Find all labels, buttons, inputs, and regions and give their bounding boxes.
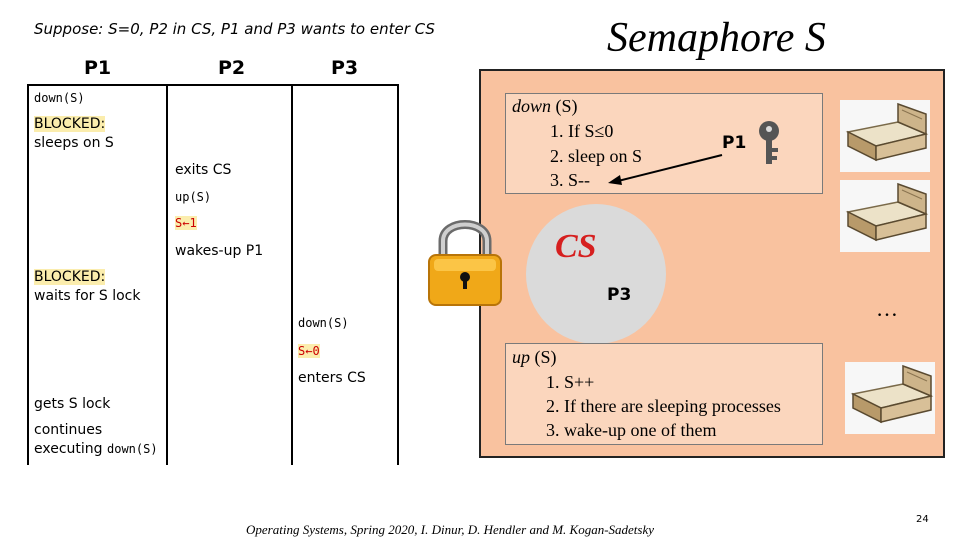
p1-down: down(S) (34, 91, 85, 105)
bed-icon (840, 180, 930, 252)
p1-blocked-1: BLOCKED: (34, 116, 106, 132)
footer-text: Operating Systems, Spring 2020, I. Dinur… (246, 522, 655, 537)
table-header-line (27, 84, 399, 86)
p2-wakes: wakes-up P1 (175, 243, 264, 259)
down-line-2: 2. sleep on S (550, 146, 642, 166)
bed-icon (840, 100, 930, 172)
p2-up: up(S) (175, 190, 212, 204)
p2-exits: exits CS (175, 162, 232, 178)
down-title: down (S) (512, 96, 578, 116)
up-operation-box (505, 343, 823, 445)
up-line-3: 3. wake-up one of them (546, 420, 717, 440)
cs-label: CS (555, 228, 597, 265)
column-header-p1: P1 (84, 57, 112, 79)
p1-blocked-2: BLOCKED: (34, 269, 106, 285)
p3-enters: enters CS (298, 370, 366, 386)
p1-waits: waits for S lock (34, 288, 141, 304)
p1-executing: executing down(S) (34, 441, 158, 457)
column-divider-right (397, 85, 399, 465)
column-header-p2: P2 (218, 57, 246, 79)
column-divider-p1-p2 (166, 85, 168, 465)
up-title: up (S) (512, 347, 557, 367)
p1-sleeps: sleeps on S (34, 135, 114, 151)
page-number: 24 (916, 514, 929, 525)
p3-down: down(S) (298, 316, 349, 330)
column-divider-left (27, 85, 29, 465)
down-line-3: 3. S-- (550, 170, 590, 190)
p2-s-assign: S←1 (175, 216, 197, 230)
p3-s-assign: S←0 (298, 344, 320, 358)
column-divider-p2-p3 (291, 85, 293, 465)
bed-icon (845, 362, 935, 434)
slide-title: Semaphore S (607, 15, 826, 61)
column-header-p3: P3 (331, 57, 359, 79)
p1-waiting-label: P1 (722, 133, 747, 153)
up-line-2: 2. If there are sleeping processes (546, 396, 781, 416)
down-line-1: 1. If S≤0 (550, 121, 614, 141)
scenario-text: Suppose: S=0, P2 in CS, P1 and P3 wants … (34, 20, 435, 38)
p1-gets-lock: gets S lock (34, 396, 111, 412)
p1-continues: continues (34, 422, 103, 438)
p3-in-cs-label: P3 (607, 285, 632, 305)
more-beds-ellipsis: … (876, 296, 898, 321)
arrow-icon (608, 154, 723, 185)
critical-section-circle (526, 204, 666, 344)
up-line-1: 1. S++ (546, 372, 595, 392)
key-icon (759, 121, 779, 164)
padlock-icon (428, 220, 502, 306)
